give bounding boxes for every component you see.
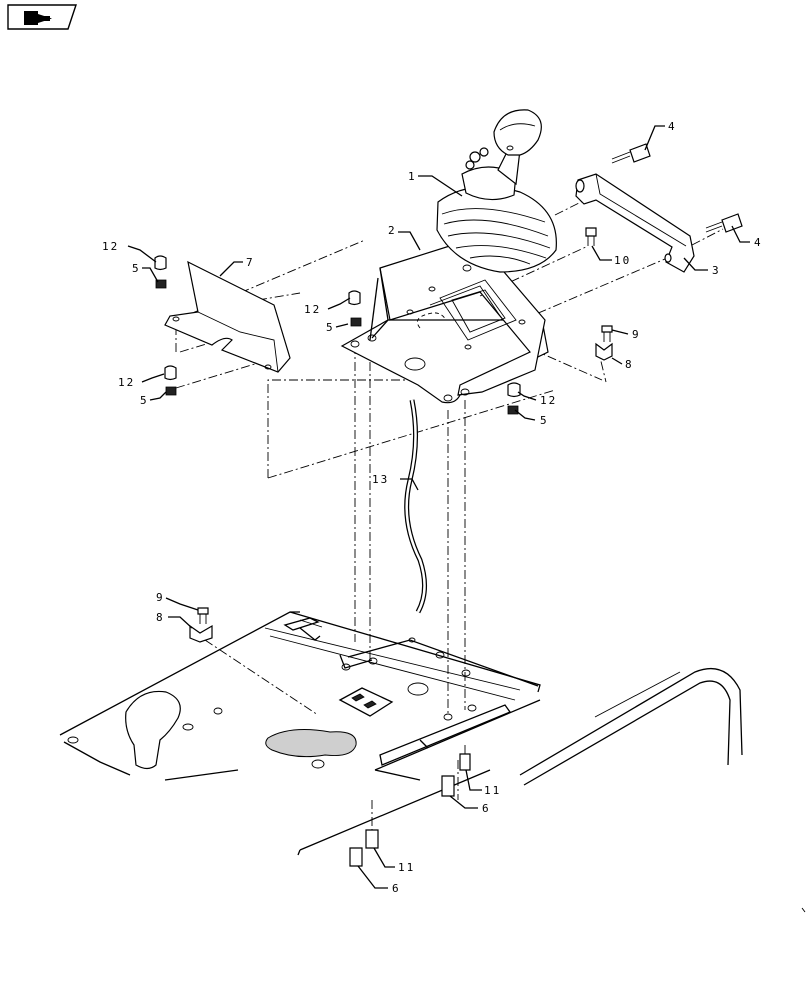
callout-9: 9 — [632, 328, 641, 341]
callout-4: 4 — [668, 120, 677, 133]
callout-10: 10 — [614, 254, 631, 267]
callout-6: 6 — [482, 802, 491, 815]
callout-4: 4 — [754, 236, 763, 249]
floor-plate — [59, 611, 743, 856]
callout-5: 5 — [140, 394, 149, 407]
callout-labels: 1 2 3 4 4 5 5 5 5 6 6 7 8 8 9 9 10 11 11… — [102, 120, 763, 895]
callout-1: 1 — [408, 170, 417, 183]
callout-12: 12 — [118, 376, 135, 389]
callout-12: 12 — [304, 303, 321, 316]
callout-7: 7 — [246, 256, 255, 269]
callout-8: 8 — [156, 611, 165, 624]
grab-handle — [575, 173, 695, 273]
shifter-boot-assembly — [436, 109, 557, 273]
callout-5: 5 — [132, 262, 141, 275]
callout-11: 11 — [484, 784, 501, 797]
callout-12: 12 — [102, 240, 119, 253]
callout-12: 12 — [540, 394, 557, 407]
prev-page-arrow-icon[interactable] — [7, 4, 77, 30]
callout-6: 6 — [392, 882, 401, 895]
callout-9: 9 — [156, 591, 165, 604]
callout-5: 5 — [540, 414, 549, 427]
callout-3: 3 — [712, 264, 721, 277]
callout-8: 8 — [625, 358, 634, 371]
callout-5: 5 — [326, 321, 335, 334]
callout-13: 13 — [372, 473, 389, 486]
corner-tick — [801, 907, 806, 913]
callout-11: 11 — [398, 861, 415, 874]
callout-2: 2 — [388, 224, 397, 237]
cable — [404, 399, 427, 614]
side-bracket — [164, 260, 291, 373]
callout-leaders — [127, 125, 750, 889]
console-bracket — [340, 237, 549, 404]
